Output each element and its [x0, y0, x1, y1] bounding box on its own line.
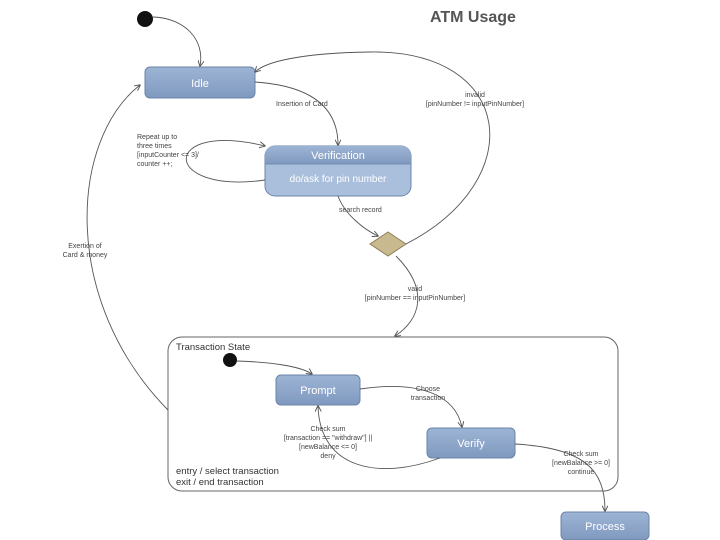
edge-valid [395, 255, 419, 336]
edge-continue [514, 443, 605, 511]
transaction-entry-action: entry / select transaction [176, 466, 279, 477]
label-choose: Choose transaction [411, 386, 445, 402]
svg-text:valid: valid [408, 286, 423, 293]
state-verification[interactable]: Verification do/ask for pin number [264, 145, 412, 197]
svg-text:counter ++;: counter ++; [137, 161, 172, 168]
edge-initial-idle [152, 16, 201, 66]
label-search-record: search record [339, 207, 382, 214]
state-idle[interactable]: Idle [144, 66, 256, 99]
svg-text:continue: continue [568, 469, 595, 476]
svg-text:[transaction == "withdraw"] ||: [transaction == "withdraw"] || [284, 435, 373, 442]
verification-activity: do/ask for pin number [290, 174, 387, 185]
state-idle-label: Idle [191, 78, 209, 90]
svg-text:transaction: transaction [411, 395, 445, 402]
state-process[interactable]: Process [560, 511, 650, 540]
svg-text:Card & money: Card & money [63, 252, 108, 259]
label-check-sum-continue: Check sum [newBalance >= 0] continue [552, 451, 610, 476]
svg-text:[inputCounter <= 3]/: [inputCounter <= 3]/ [137, 152, 199, 159]
transaction-exit-action: exit / end transaction [176, 477, 264, 488]
svg-text:[pinNumber != inputPinNumber]: [pinNumber != inputPinNumber] [426, 101, 524, 108]
label-insertion: Insertion of Card [276, 101, 328, 108]
inner-initial-state-icon [223, 353, 237, 367]
diagram-title: ATM Usage [430, 9, 516, 26]
label-repeat: Repeat up to three times [inputCounter <… [137, 134, 199, 168]
state-verify[interactable]: Verify [426, 427, 516, 459]
svg-text:three times: three times [137, 143, 172, 150]
svg-text:Exertion of: Exertion of [68, 243, 102, 250]
edge-repeat-loop [185, 140, 265, 183]
label-exertion: Exertion of Card & money [63, 243, 108, 259]
initial-state-icon [137, 11, 153, 27]
state-prompt-label: Prompt [300, 385, 335, 397]
svg-text:Choose: Choose [416, 386, 440, 393]
svg-text:Check sum: Check sum [563, 451, 598, 458]
svg-text:[newBalance >= 0]: [newBalance >= 0] [552, 460, 610, 467]
decision-node-icon [369, 231, 407, 257]
edge-exertion [86, 85, 169, 411]
edge-choose [359, 386, 462, 427]
state-verification-label: Verification [311, 150, 365, 162]
svg-text:deny: deny [320, 453, 336, 460]
svg-text:[pinNumber == inputPinNumber]: [pinNumber == inputPinNumber] [365, 295, 465, 302]
edge-search-record [337, 195, 378, 236]
state-verify-label: Verify [457, 438, 485, 450]
svg-text:Repeat up to: Repeat up to [137, 134, 177, 141]
label-valid: valid [pinNumber == inputPinNumber] [365, 286, 465, 302]
label-check-sum-deny: Check sum [transaction == "withdraw"] ||… [284, 426, 373, 460]
state-prompt[interactable]: Prompt [275, 374, 361, 406]
edge-deny [318, 406, 441, 469]
svg-text:invalid: invalid [465, 92, 485, 99]
edge-inner-initial-prompt [236, 360, 312, 374]
transaction-state-label: Transaction State [176, 342, 250, 353]
label-invalid: invalid [pinNumber != inputPinNumber] [426, 92, 524, 108]
svg-text:[newBalance <= 0]: [newBalance <= 0] [299, 444, 357, 451]
edge-insertion [254, 81, 338, 145]
svg-text:Check sum: Check sum [310, 426, 345, 433]
state-process-label: Process [585, 521, 625, 533]
edge-invalid [255, 51, 491, 245]
